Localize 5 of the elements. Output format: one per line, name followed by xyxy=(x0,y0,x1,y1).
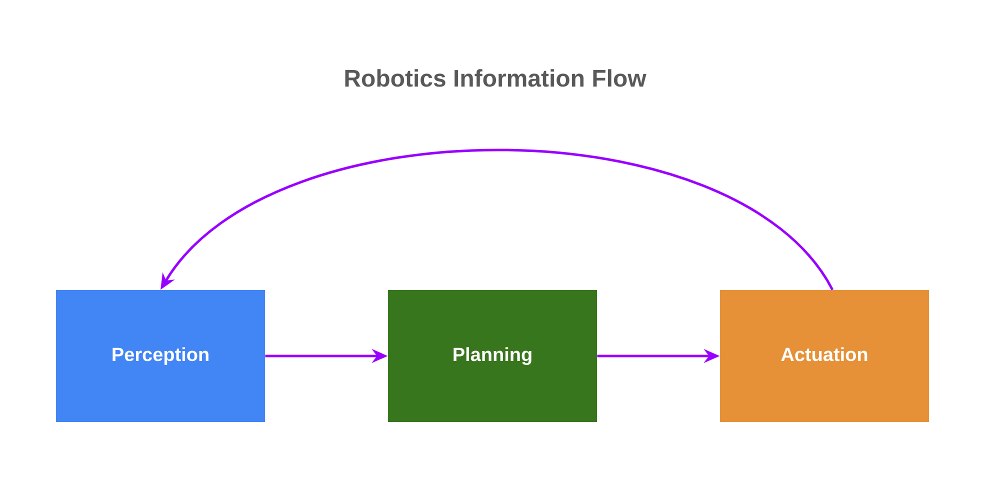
title: Robotics Information Flow xyxy=(345,69,646,87)
process-box: Planning xyxy=(388,290,597,422)
process-box: Perception xyxy=(56,290,265,422)
arrow xyxy=(160,148,834,291)
process-box: Actuation xyxy=(720,290,929,422)
